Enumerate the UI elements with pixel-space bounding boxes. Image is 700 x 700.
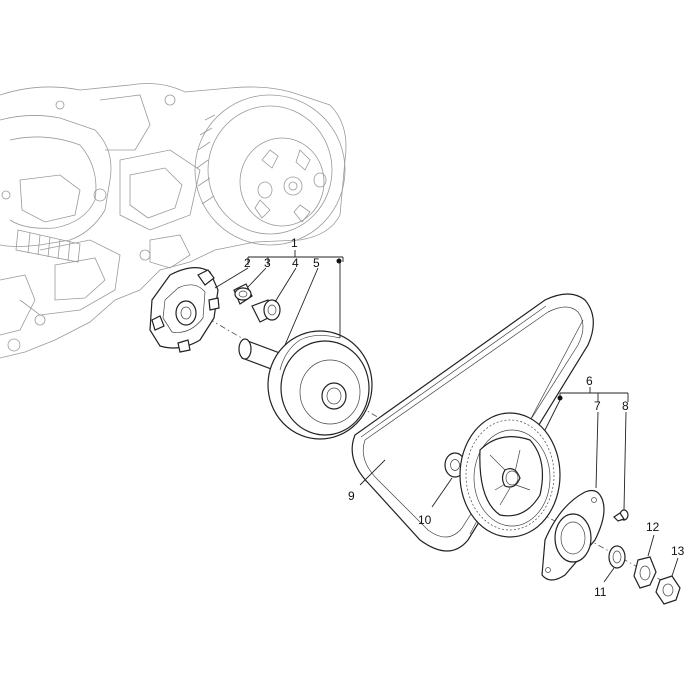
part-12-lock-washer xyxy=(633,556,657,589)
part-11-washer xyxy=(608,545,626,569)
callout-5: 5 xyxy=(313,256,320,270)
part-8-screw xyxy=(613,509,629,522)
callout-1: 1 xyxy=(291,236,298,250)
callout-13: 13 xyxy=(671,544,685,558)
engine-case xyxy=(0,83,347,359)
callout-10: 10 xyxy=(418,513,432,527)
callout-4: 4 xyxy=(292,256,299,270)
part-4-bushing xyxy=(251,299,281,323)
callout-11: 11 xyxy=(594,585,607,599)
part-6-ring-gear-variator xyxy=(459,412,561,538)
movable-pulley-half xyxy=(267,330,373,440)
callout-12: 12 xyxy=(646,520,660,534)
callout-3: 3 xyxy=(264,256,271,270)
part-7-cover-plate xyxy=(541,489,605,581)
part-3-slider xyxy=(233,283,253,305)
callout-8: 8 xyxy=(622,399,629,413)
part-2-ramp-plate xyxy=(149,267,220,353)
callout-9: 9 xyxy=(348,489,355,503)
callout-2: 2 xyxy=(244,256,251,270)
callout-7: 7 xyxy=(594,399,601,413)
leader-lines xyxy=(214,250,679,583)
part-13-nut xyxy=(655,575,681,605)
callout-labels: 1 2 3 4 5 6 7 8 9 10 11 12 13 xyxy=(244,236,685,599)
callout-6: 6 xyxy=(586,374,593,388)
